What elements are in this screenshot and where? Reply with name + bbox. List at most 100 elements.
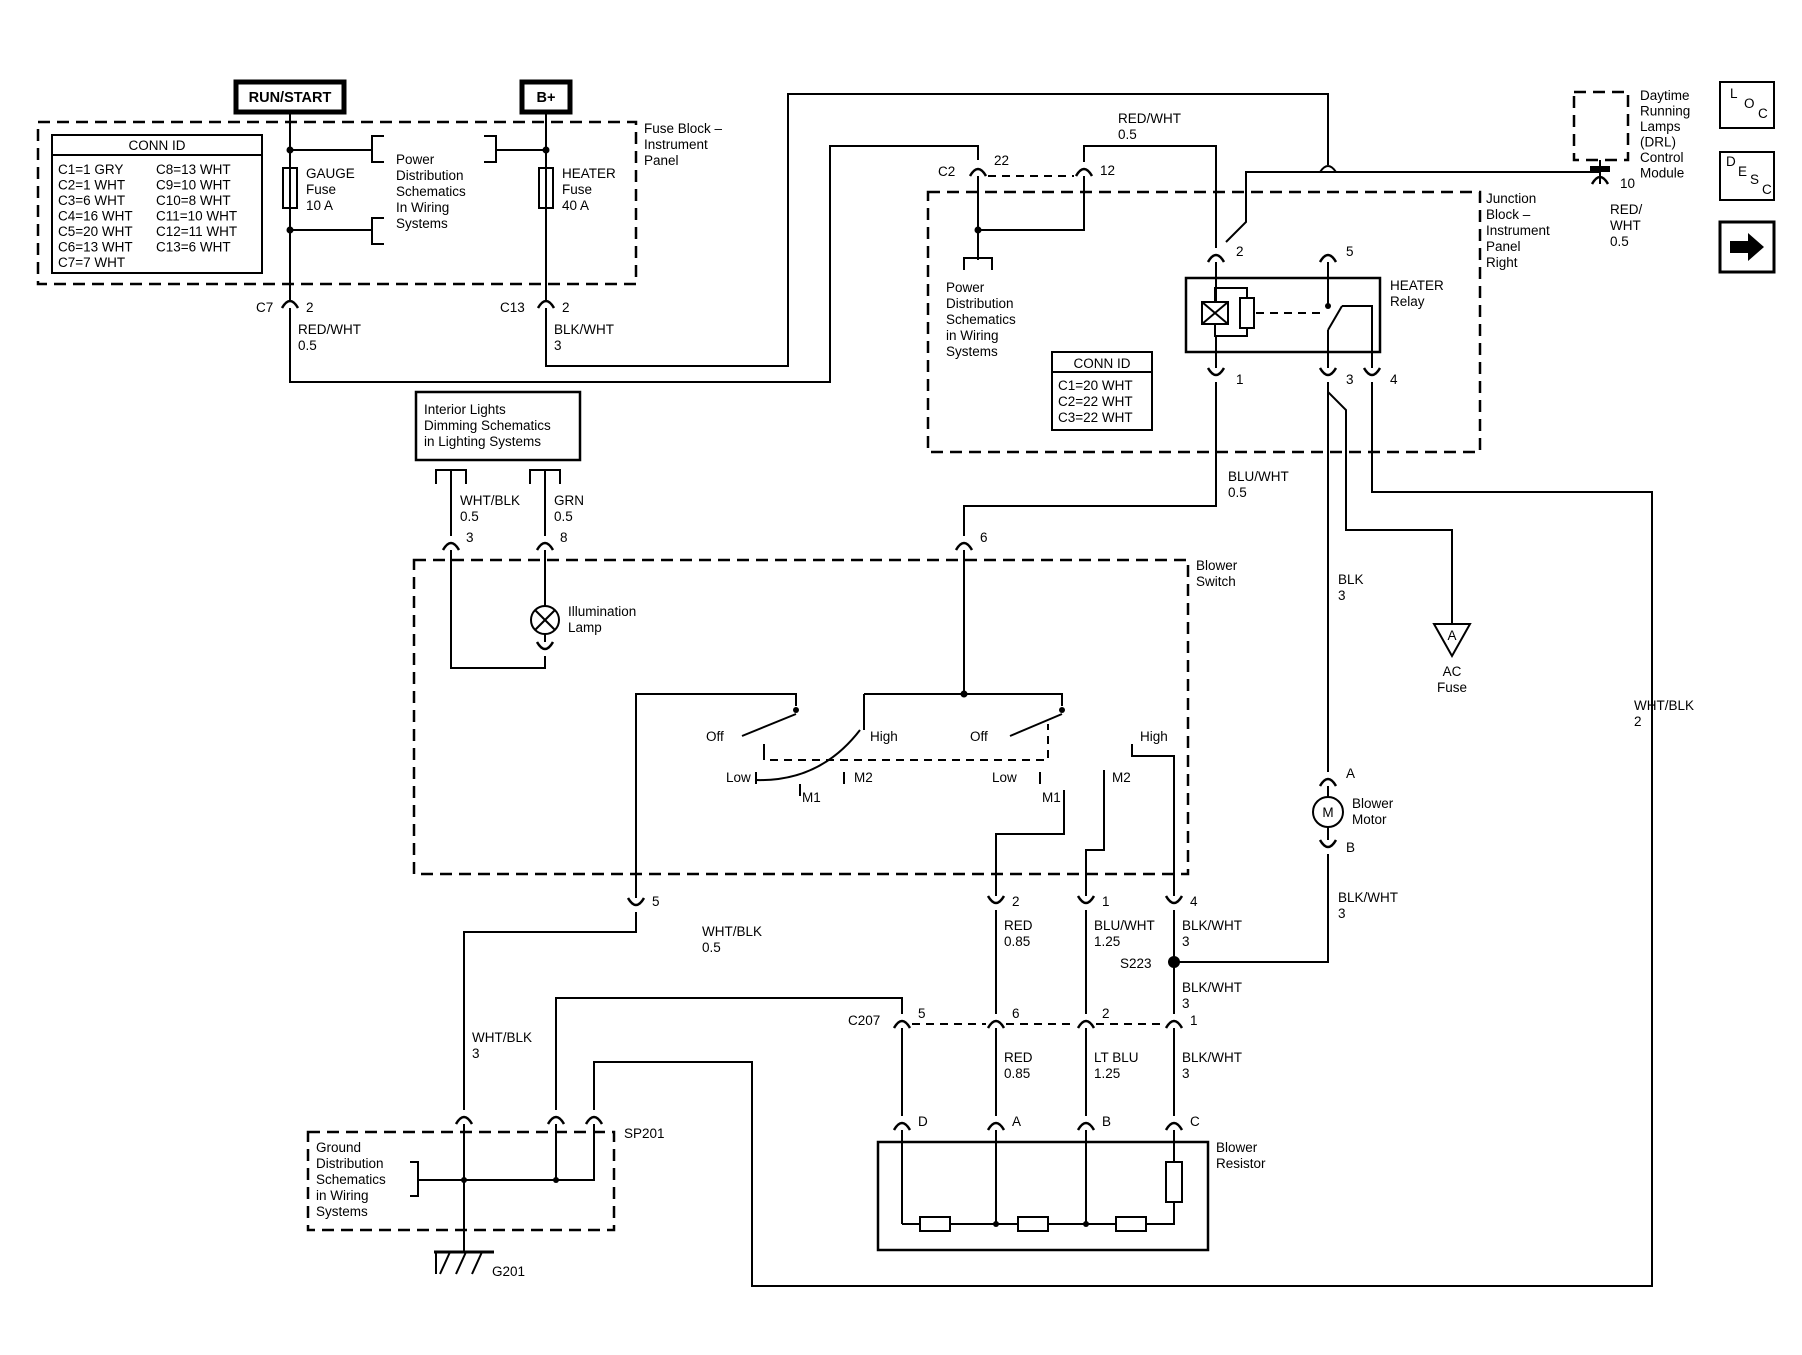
splice-s223: S223 [1120, 956, 1152, 971]
c13-label: C13 [500, 300, 525, 315]
desc-letter: S [1750, 172, 1759, 187]
fuse-conn-id-header: CONN ID [129, 138, 186, 153]
arrow-right-icon [1730, 233, 1764, 261]
c207-pin-6: 6 [1012, 1006, 1020, 1021]
loc-letter: C [1758, 106, 1768, 121]
b-plus-label: B+ [537, 90, 556, 106]
desc-button[interactable]: D E S C [1719, 151, 1775, 201]
loc-letter: L [1730, 86, 1738, 101]
next-page-button[interactable] [1718, 220, 1776, 274]
relay-pin-4: 4 [1390, 372, 1398, 387]
c7-label: C7 [256, 300, 273, 315]
motor-icon: M [1322, 805, 1333, 820]
c207-label: C207 [848, 1013, 880, 1028]
c207-pin-1: 1 [1190, 1013, 1198, 1028]
resistor-pin-a: A [1012, 1114, 1021, 1129]
c7-pin: 2 [306, 300, 314, 315]
c2-pin-22: 22 [994, 153, 1009, 168]
relay-pin-2: 2 [1236, 244, 1244, 259]
junction-conn-id-header: CONN ID [1074, 356, 1131, 371]
c207-pin-2: 2 [1102, 1006, 1110, 1021]
resistor-pin-b: B [1102, 1114, 1111, 1129]
desc-letter: C [1762, 182, 1772, 197]
sp201-label: SP201 [624, 1126, 665, 1141]
relay-pin-3: 3 [1346, 372, 1354, 387]
switch-b-high-label: High [1140, 729, 1168, 744]
blower-switch-pin-5: 5 [652, 894, 660, 909]
g201-label: G201 [492, 1264, 525, 1279]
switch-b-m2-label: M2 [1112, 770, 1131, 785]
switch-a-m2-label: M2 [854, 770, 873, 785]
switch-b-low-label: Low [992, 770, 1017, 785]
loc-letter: O [1744, 96, 1755, 111]
relay-pin-5: 5 [1346, 244, 1354, 259]
blower-switch-pin-4: 4 [1190, 894, 1198, 909]
loc-button[interactable]: L O C [1719, 81, 1775, 129]
run-start-label: RUN/START [249, 90, 332, 106]
resistor-pin-c: C [1190, 1114, 1200, 1129]
c2-pin-12: 12 [1100, 163, 1115, 178]
c2-label: C2 [938, 164, 955, 179]
blower-switch-pin-1: 1 [1102, 894, 1110, 909]
switch-b-m1-label: M1 [1042, 790, 1061, 805]
ground-g201: G201 [434, 1250, 525, 1279]
switch-a-low-label: Low [726, 770, 751, 785]
drl-pin-10: 10 [1620, 176, 1635, 191]
switch-b-off-label: Off [970, 729, 988, 744]
blower-motor-pin-b: B [1346, 840, 1355, 855]
connector-c13: C13 2 [500, 299, 570, 315]
desc-letter: E [1738, 164, 1747, 179]
run-start-box: RUN/START [233, 79, 347, 115]
connector-c7: C7 2 [256, 299, 314, 315]
relay-pin-1: 1 [1236, 372, 1244, 387]
blower-motor-pin-a: A [1346, 766, 1355, 781]
blower-switch-pin-2: 2 [1012, 894, 1020, 909]
blower-switch-pin-6: 6 [980, 530, 988, 545]
blower-switch-pin-3: 3 [466, 530, 474, 545]
blower-switch-pin-8: 8 [560, 530, 568, 545]
b-plus-box: B+ [519, 79, 573, 115]
ac-fuse-symbol: A [1447, 628, 1456, 643]
c13-pin: 2 [562, 300, 570, 315]
resistor-pin-d: D [918, 1114, 928, 1129]
